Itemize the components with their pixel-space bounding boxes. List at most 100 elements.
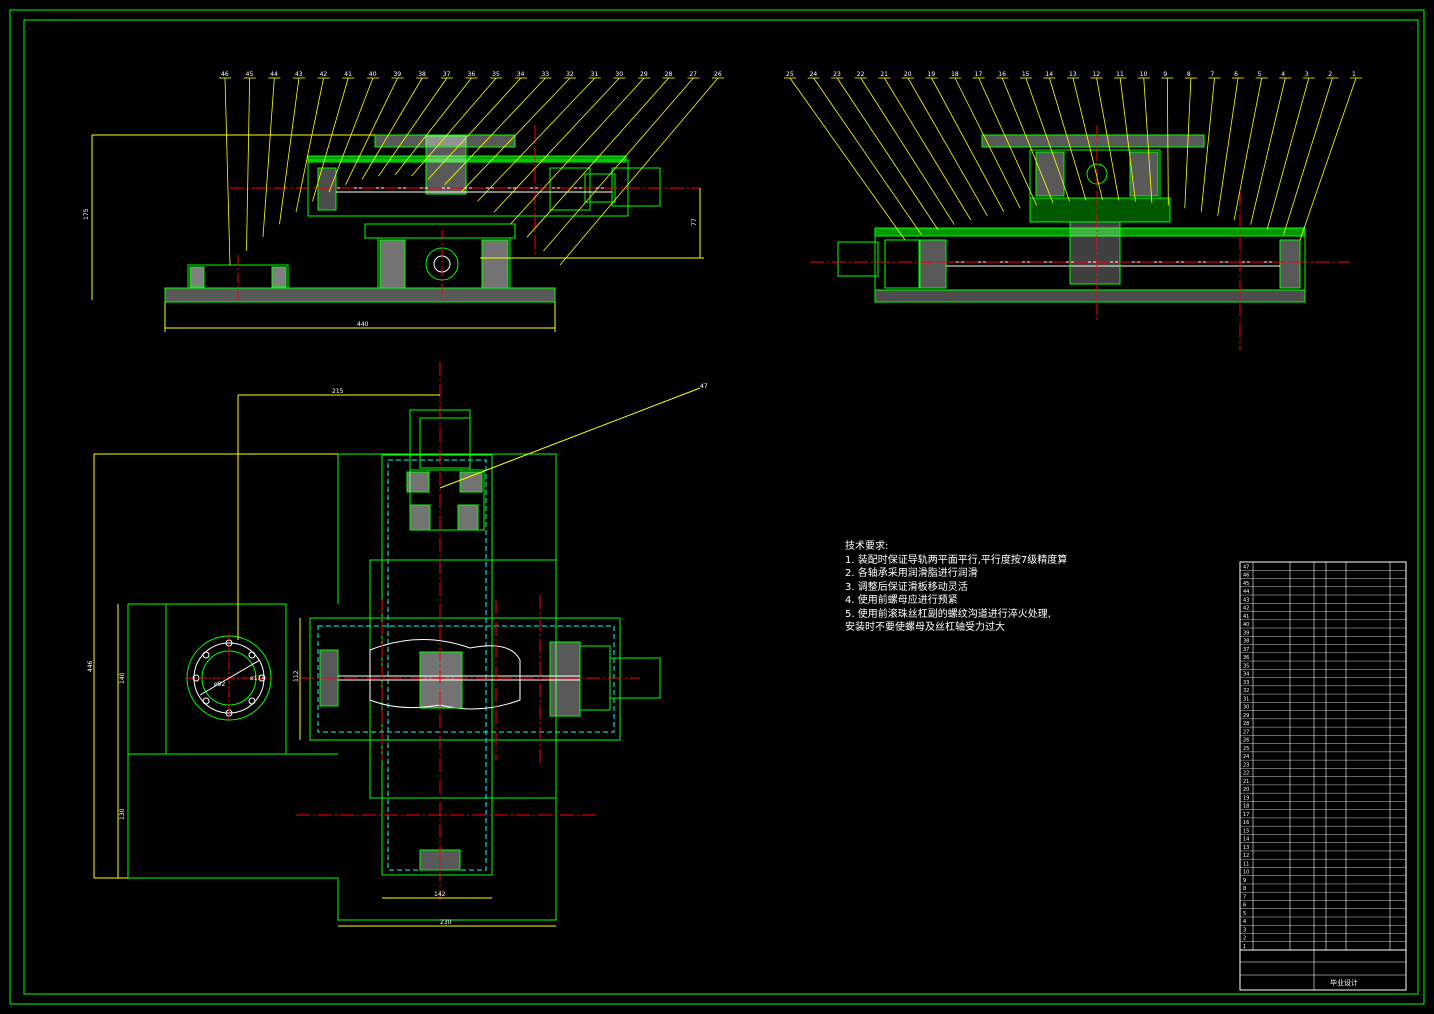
leader-line [1143, 77, 1153, 204]
leader-line [1283, 77, 1333, 235]
leader-line [345, 77, 398, 185]
parts-row-number: 18 [1243, 804, 1249, 810]
parts-row-number: 32 [1243, 688, 1249, 694]
part-number-label: 4 [1281, 71, 1285, 78]
parts-row-number: 29 [1243, 713, 1249, 719]
leader-line [1025, 77, 1070, 202]
part-number-label: 41 [344, 71, 352, 78]
dim-plan-left-b: 130 [119, 808, 126, 820]
dim-plan-inner-bottom: 142 [434, 891, 446, 898]
technical-requirements: 技术要求: 1. 装配时保证导轨两平面平行,平行度按7级精度算 2. 各轴承采用… [845, 540, 1067, 635]
parts-row-number: 16 [1243, 820, 1249, 826]
leader-line [1200, 77, 1215, 212]
leader-line [1266, 77, 1310, 230]
part-number-label: 7 [1211, 71, 1215, 78]
leader-line [394, 77, 472, 176]
part-number-label: 23 [833, 71, 841, 78]
part-number-label: 30 [615, 71, 623, 78]
leader-line [328, 77, 374, 193]
parts-row-number: 31 [1243, 696, 1249, 702]
parts-row-number: 3 [1243, 927, 1246, 933]
leader-line [411, 77, 497, 177]
inner-border [23, 19, 1419, 995]
parts-row-number: 42 [1243, 606, 1249, 612]
notes-item-3: 3. 调整后保证滑板移动灵活 [845, 581, 968, 593]
parts-row-number: 9 [1243, 878, 1246, 884]
dim-front-height: 175 [83, 208, 90, 220]
leader-line [279, 77, 300, 225]
notes-item-1: 1. 装配时保证导轨两平面平行,平行度按7级精度算 [845, 554, 1068, 566]
leader-line [559, 77, 719, 266]
parts-row-number: 30 [1243, 705, 1249, 711]
part-number-label: 9 [1163, 71, 1167, 78]
parts-row-number: 45 [1243, 581, 1249, 587]
parts-row-number: 19 [1243, 795, 1249, 801]
parts-row-number: 44 [1243, 589, 1249, 595]
dim-flange-a: ø92 [214, 681, 225, 688]
part-number-label: 8 [1187, 71, 1191, 78]
parts-row-number: 43 [1243, 597, 1249, 603]
dim-plan-left-a: 140 [119, 672, 126, 684]
outer-border [9, 9, 1425, 1005]
parts-list-table [1239, 561, 1407, 991]
leader-line [836, 77, 939, 230]
leader-line [1096, 77, 1120, 201]
part-number-label: 2 [1328, 71, 1332, 78]
notes-item-5: 5. 使用前滚珠丝杠副的螺纹沟道进行淬火处理, [845, 608, 1051, 620]
parts-row-number: 25 [1243, 746, 1249, 752]
leader-line [312, 77, 349, 202]
part-number-label: 35 [492, 71, 500, 78]
parts-row-number: 35 [1243, 663, 1249, 669]
part-number-label: 10 [1140, 71, 1148, 78]
leader-line [978, 77, 1038, 206]
parts-row-number: 40 [1243, 622, 1249, 628]
parts-row-number: 33 [1243, 680, 1249, 686]
parts-row-number: 10 [1243, 870, 1249, 876]
parts-list-rows: 4746454443424140393837363534333231302928… [1240, 564, 1406, 951]
parts-row-number: 27 [1243, 729, 1249, 735]
leader-line [1049, 77, 1087, 201]
part-number-label: 15 [1022, 71, 1030, 78]
part-number-label: 1 [1352, 71, 1356, 78]
part-number-label: 5 [1258, 71, 1262, 78]
part-number-label: 36 [468, 71, 476, 78]
dim-plan-left: 446 [87, 660, 94, 672]
parts-row-number: 15 [1243, 828, 1249, 834]
part-number-label: 13 [1069, 71, 1077, 78]
leader-line [1119, 77, 1136, 202]
part-number-label: 24 [810, 71, 818, 78]
part-number-label: 34 [517, 71, 525, 78]
part-number-label: 19 [928, 71, 936, 78]
part-number-label: 3 [1305, 71, 1309, 78]
parts-row-number: 36 [1243, 655, 1249, 661]
plan-view [93, 362, 701, 927]
notes-item-4: 4. 使用前螺母应进行预紧 [845, 595, 958, 606]
part-number-label: 18 [951, 71, 959, 78]
part-number-label: 46 [221, 71, 229, 78]
leader-line [246, 77, 251, 251]
leader-line [444, 77, 546, 186]
part-number-label: 6 [1234, 71, 1238, 78]
leader-line [224, 77, 231, 266]
part-number-label: 37 [443, 71, 451, 78]
leader-line [361, 77, 423, 180]
leaders-right [784, 77, 1362, 241]
part-number-label: 16 [998, 71, 1006, 78]
parts-row-number: 34 [1243, 672, 1249, 678]
side-view-right [810, 125, 1350, 350]
part-number-label: 33 [541, 71, 549, 78]
leader-line [526, 77, 669, 238]
part-number-label: 11 [1116, 71, 1124, 78]
parts-row-number: 28 [1243, 721, 1249, 727]
part-number-label: 20 [904, 71, 912, 78]
leader-line [295, 77, 324, 213]
dim-plan-bottom: 230 [440, 919, 452, 926]
leader-line [860, 77, 955, 225]
leader-line [813, 77, 922, 236]
leader-line [477, 77, 596, 202]
parts-row-number: 11 [1243, 861, 1249, 867]
part-number-label: 28 [665, 71, 673, 78]
part-number-label: 14 [1045, 71, 1053, 78]
leaders-left [219, 77, 724, 266]
leader-line [954, 77, 1021, 209]
